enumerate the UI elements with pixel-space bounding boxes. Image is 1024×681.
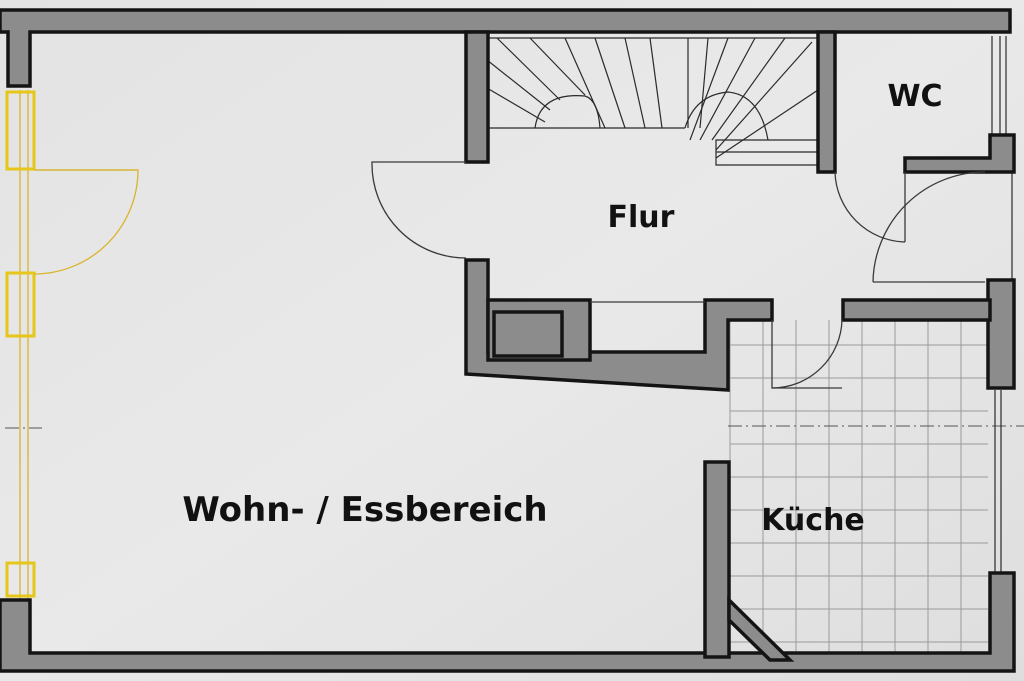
window-frame-1 [5, 90, 36, 171]
east-wall-detail [991, 36, 1013, 575]
doors [371, 161, 986, 389]
room-label-hall: Flur [608, 200, 675, 235]
wc-door-swing-2 [872, 171, 986, 283]
room-label-living: Wohn- / Essbereich [182, 490, 547, 530]
window-frame-2 [5, 271, 36, 338]
room-label-wc: WC [887, 79, 942, 114]
living-door-swing [371, 161, 467, 259]
room-label-kitchen: Küche [761, 503, 865, 538]
kitchen-tile-grid [729, 320, 988, 652]
terrace-door-swing [33, 169, 139, 275]
west-glazing [5, 90, 139, 600]
axis-line [5, 425, 1024, 429]
walls [0, 8, 1016, 673]
wc-door-swing [834, 171, 906, 243]
window-frame-3 [5, 561, 36, 598]
